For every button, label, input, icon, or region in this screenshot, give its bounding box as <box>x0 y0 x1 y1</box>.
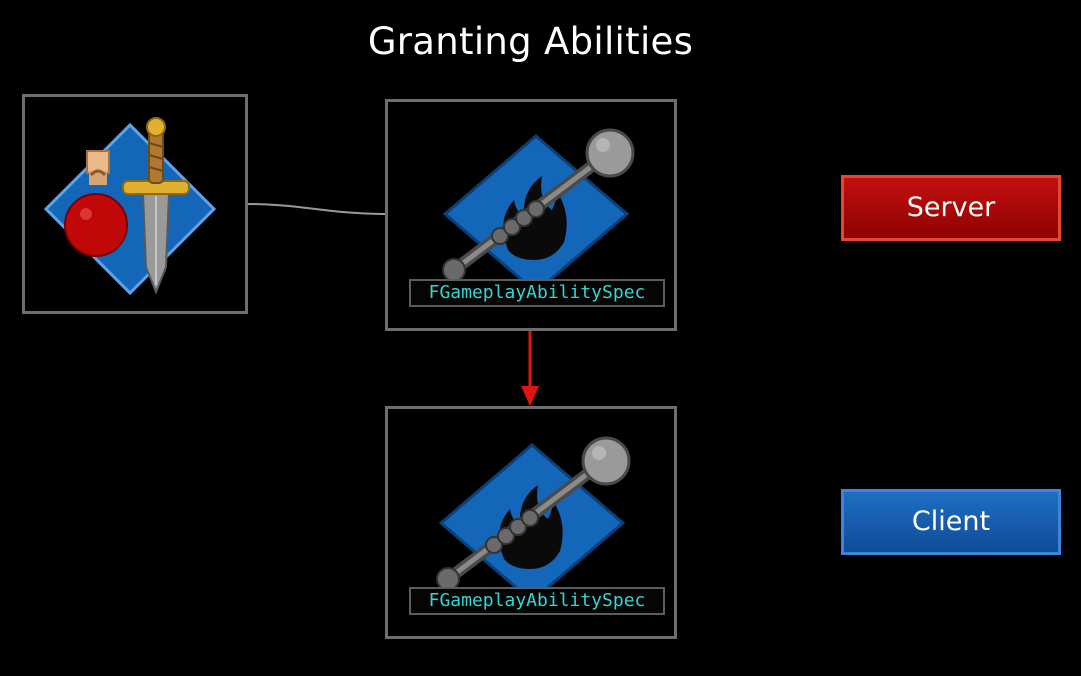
ability-spec-client-node[interactable]: FGameplayAbilitySpec <box>385 406 677 639</box>
page-title: Granting Abilities <box>367 20 694 63</box>
mace-icon <box>436 436 631 591</box>
replication-arrow <box>521 331 539 406</box>
fire-icon <box>503 176 567 260</box>
ability-spec-server-node[interactable]: FGameplayAbilitySpec <box>385 99 677 331</box>
fire-icon <box>499 485 563 569</box>
ability-spec-label: FGameplayAbilitySpec <box>409 587 665 615</box>
server-label: Server <box>841 175 1061 241</box>
inventory-to-spec-connector <box>247 203 387 215</box>
ability-spec-illustration <box>436 436 631 603</box>
potion-icon <box>64 150 128 257</box>
ability-spec-illustration <box>442 128 635 294</box>
inventory-node[interactable] <box>22 94 248 314</box>
client-label: Client <box>841 489 1061 555</box>
inventory-illustration <box>43 117 217 296</box>
ability-spec-label: FGameplayAbilitySpec <box>409 279 665 307</box>
sword-icon <box>122 117 190 295</box>
mace-icon <box>442 128 635 282</box>
